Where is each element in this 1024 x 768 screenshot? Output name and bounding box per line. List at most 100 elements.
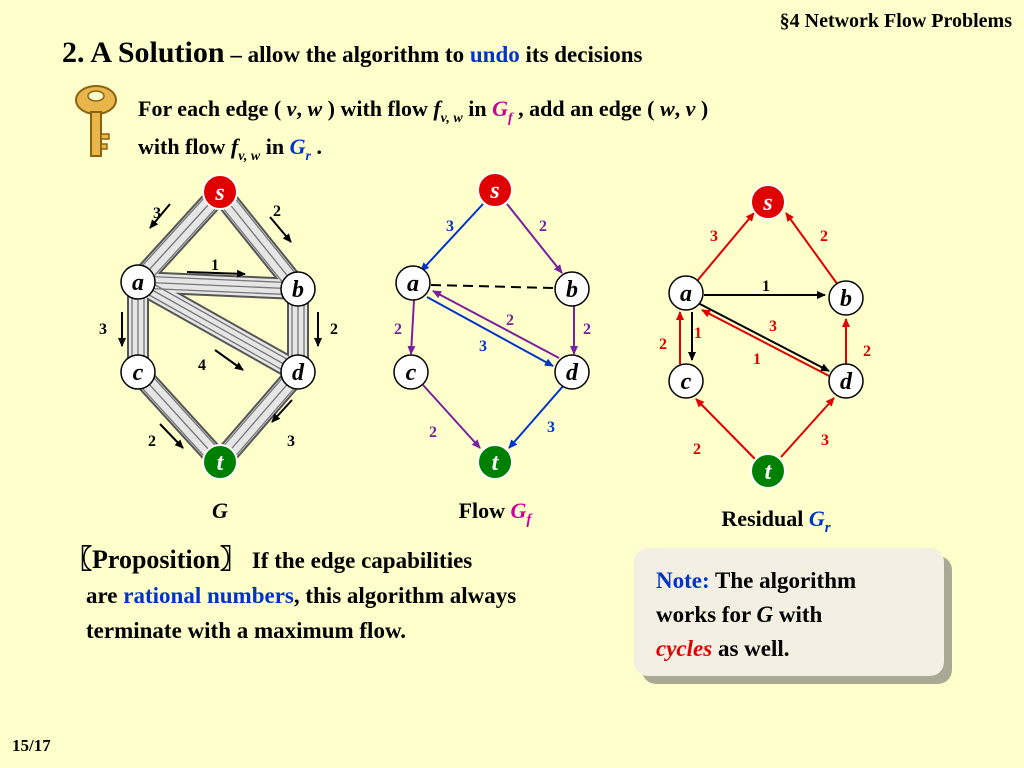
instr-text: , <box>674 96 686 121</box>
node-d-label: d <box>292 360 305 386</box>
graph-g-nodes: s a b c d t <box>120 174 316 480</box>
node-d: d <box>828 363 864 399</box>
flow-ct: 2 <box>429 424 437 441</box>
node-b-label: b <box>292 277 304 303</box>
instr-text: . <box>310 134 322 159</box>
title-sub-b: its decisions <box>519 42 643 67</box>
var-f-sub: v, w <box>440 111 463 126</box>
graph-g-capacity-labels: 3 2 1 3 2 4 2 3 <box>99 203 338 450</box>
proposition-line-1: 〖Proposition〗 If the edge capabilities <box>66 542 636 578</box>
note-label: Note: <box>656 568 710 593</box>
node-b: b <box>554 271 590 307</box>
graph-flow-edges <box>407 203 578 449</box>
node-s: s <box>202 174 238 210</box>
node-b-label: b <box>840 286 852 312</box>
caption-g: G <box>809 506 825 531</box>
cap-sb: 2 <box>273 203 281 220</box>
instruction-line-2: with flow fv, w in Gr . <box>138 130 938 168</box>
note-text-3b: as well. <box>712 636 790 661</box>
graph-g-direction-arrows <box>118 203 322 449</box>
node-b: b <box>828 280 864 316</box>
instr-text: For each edge ( <box>138 96 287 121</box>
key-icon <box>75 85 117 157</box>
instruction-line-1: For each edge ( v, w ) with flow fv, w i… <box>138 92 938 130</box>
node-c: c <box>668 363 704 399</box>
graph-residual-caption: Residual Gr <box>721 506 830 536</box>
res-ad: 3 <box>769 318 777 335</box>
title-sub-a: – allow the algorithm to <box>224 42 470 67</box>
cap-bd: 2 <box>330 321 338 338</box>
flow-sa: 3 <box>446 218 454 235</box>
note-cycles: cycles <box>656 636 713 661</box>
node-s-label: s <box>489 178 499 204</box>
res-ac: 1 <box>694 325 702 342</box>
instr-text: , <box>296 96 308 121</box>
node-c-label: c <box>681 369 692 395</box>
node-a: a <box>668 275 704 311</box>
node-a-label: a <box>680 281 692 307</box>
instr-text: ) <box>695 96 709 121</box>
caption-sub: r <box>825 520 831 536</box>
graph-flow: 3 2 2 2 2 3 2 3 s a b c d t Flow Gf <box>393 172 591 528</box>
graph-residual: 3 2 1 3 1 2 1 2 2 3 s a b c d t Residual… <box>659 184 871 536</box>
note-text-1: The algorithm <box>709 568 857 593</box>
graph-residual-nodes: s a b c d t <box>668 184 864 489</box>
var-v: v <box>286 96 297 121</box>
caption-g: G <box>511 498 527 523</box>
graph-residual-labels: 3 2 1 3 1 2 1 2 2 3 <box>659 228 871 458</box>
node-d-label: d <box>840 369 853 395</box>
graph-flow-nodes: s a b c d t <box>393 172 590 480</box>
res-ab: 1 <box>762 278 770 295</box>
note-text-2b: with <box>773 602 823 627</box>
var-G: G <box>492 96 508 121</box>
var-G: G <box>289 134 306 159</box>
node-t: t <box>202 444 238 480</box>
instruction-text: For each edge ( v, w ) with flow fv, w i… <box>138 92 938 168</box>
var-f: f <box>433 96 441 121</box>
var-f: f <box>230 134 239 159</box>
proposition-label: 〖Proposition〗 <box>66 545 247 574</box>
section-header: §4 Network Flow Problems <box>779 10 1012 32</box>
var-f-sub: v, w <box>238 149 261 164</box>
note-box: Note: The algorithm works for G with cyc… <box>634 548 944 676</box>
proposition-line-3: terminate with a maximum flow. <box>86 618 407 643</box>
res-bs: 2 <box>820 228 828 245</box>
node-c: c <box>393 354 429 390</box>
node-b-label: b <box>566 277 578 303</box>
cap-ct: 2 <box>148 433 156 450</box>
node-b: b <box>280 271 316 307</box>
node-t-label: t <box>492 450 500 476</box>
cap-dt: 3 <box>287 433 295 450</box>
instr-text: in <box>260 134 290 159</box>
note-text-2a: works for <box>656 602 757 627</box>
title-main: 2. A Solution <box>62 36 225 69</box>
proposition-block: 〖Proposition〗 If the edge capabilities a… <box>66 542 636 648</box>
caption-text: Flow <box>459 498 511 523</box>
node-a: a <box>395 265 431 301</box>
res-db: 2 <box>863 343 871 360</box>
proposition-text-1: If the edge capabilities <box>246 548 473 573</box>
node-t-label: t <box>217 450 225 476</box>
var-w: w <box>659 96 675 121</box>
instr-text: ) with flow <box>322 96 434 121</box>
graph-residual-edges <box>676 212 850 460</box>
node-d: d <box>554 354 590 390</box>
flow-bd: 2 <box>583 321 591 338</box>
note-line-3: cycles as well. <box>656 632 922 666</box>
res-td: 3 <box>821 432 829 449</box>
caption-text: Residual <box>721 506 808 531</box>
flow-dt: 3 <box>547 419 555 436</box>
cap-sa: 3 <box>153 205 161 222</box>
var-Gr-sub: r <box>305 149 311 164</box>
note-line-1: Note: The algorithm <box>656 564 922 598</box>
node-c-label: c <box>133 360 144 386</box>
proposition-line-2: are rational numbers, this algorithm alw… <box>66 578 636 613</box>
instr-text: with flow <box>138 134 231 159</box>
node-c: c <box>120 354 156 390</box>
node-c-label: c <box>406 360 417 386</box>
var-Gf-sub: f <box>507 111 513 126</box>
node-t: t <box>477 444 513 480</box>
cap-ac: 3 <box>99 321 107 338</box>
var-v: v <box>685 96 696 121</box>
